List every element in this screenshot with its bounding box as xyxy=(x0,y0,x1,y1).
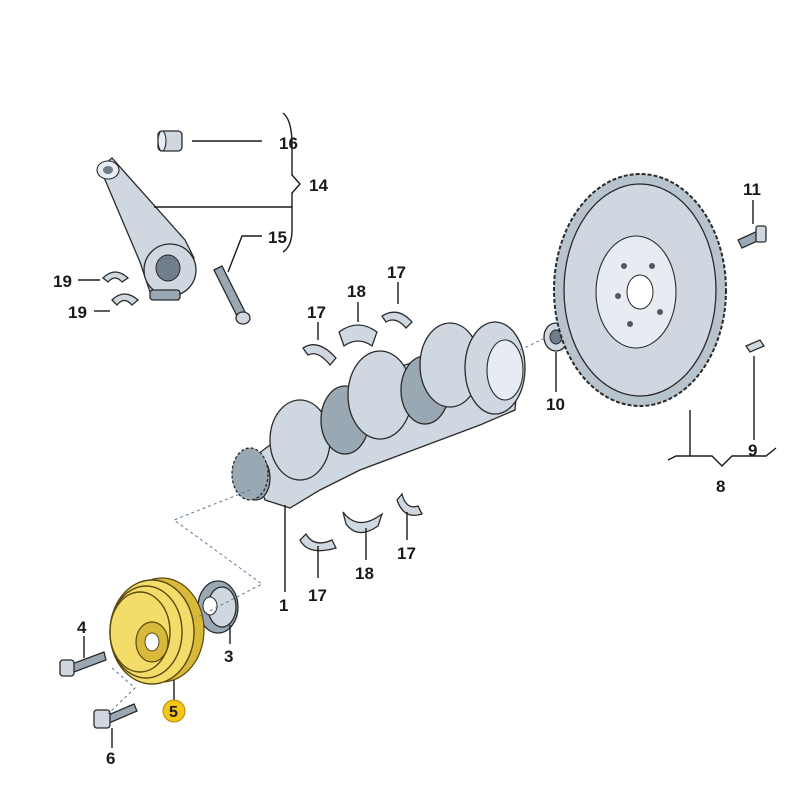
callout-17c: 17 xyxy=(308,586,327,605)
con-rod-bearing-shell-upper[interactable] xyxy=(102,271,130,283)
con-rod-bearing-shell-lower[interactable] xyxy=(111,293,140,306)
callout-1: 1 xyxy=(279,596,288,615)
bracket-8 xyxy=(667,447,777,467)
callout-8: 8 xyxy=(716,477,725,496)
main-bearing-shell-17-lower-left[interactable] xyxy=(299,532,337,552)
dowel-pin[interactable] xyxy=(745,339,765,353)
main-bearing-shell-17-upper-left[interactable] xyxy=(302,344,337,367)
main-bearing-shell-17-upper-right[interactable] xyxy=(381,311,413,329)
pulley-bolt[interactable] xyxy=(59,651,107,677)
callout-6: 6 xyxy=(106,749,115,768)
callout-10: 10 xyxy=(546,395,565,414)
callout-4: 4 xyxy=(77,618,87,637)
main-bearing-shell-18-upper[interactable] xyxy=(338,324,378,348)
callout-17b: 17 xyxy=(387,263,406,282)
con-rod-bolt[interactable] xyxy=(213,265,251,325)
callout-9: 9 xyxy=(748,441,757,460)
main-bearing-shell-17-lower-right[interactable] xyxy=(396,492,423,517)
crankshaft-timing-gear[interactable] xyxy=(231,447,269,501)
assembly-line-rear xyxy=(519,337,546,351)
small-end-bushing[interactable] xyxy=(157,130,183,152)
callout-19a: 19 xyxy=(53,272,72,291)
callout-18a: 18 xyxy=(347,282,366,301)
connecting-rod[interactable] xyxy=(96,157,197,301)
callout-5: 5 xyxy=(169,704,178,721)
callout-5-badge[interactable]: 5 xyxy=(162,699,186,723)
callout-19b: 19 xyxy=(68,303,87,322)
callout-11: 11 xyxy=(743,180,761,199)
callout-17a: 17 xyxy=(307,303,326,322)
flywheel-bolt[interactable] xyxy=(737,225,767,249)
main-bearing-shell-18-lower[interactable] xyxy=(342,511,384,534)
callout-15: 15 xyxy=(268,228,287,247)
flywheel[interactable] xyxy=(553,173,727,407)
callout-14: 14 xyxy=(309,176,328,195)
callout-3: 3 xyxy=(224,647,233,666)
crankshaft[interactable] xyxy=(241,321,526,509)
central-bolt[interactable] xyxy=(93,703,138,729)
leader-15 xyxy=(227,235,262,273)
callout-18b: 18 xyxy=(355,564,374,583)
bracket-14 xyxy=(282,112,301,253)
assembly-line-bolt xyxy=(107,667,136,715)
callout-17d: 17 xyxy=(397,544,416,563)
vibration-damper-pulley[interactable] xyxy=(109,577,205,685)
callout-16: 16 xyxy=(279,134,298,153)
